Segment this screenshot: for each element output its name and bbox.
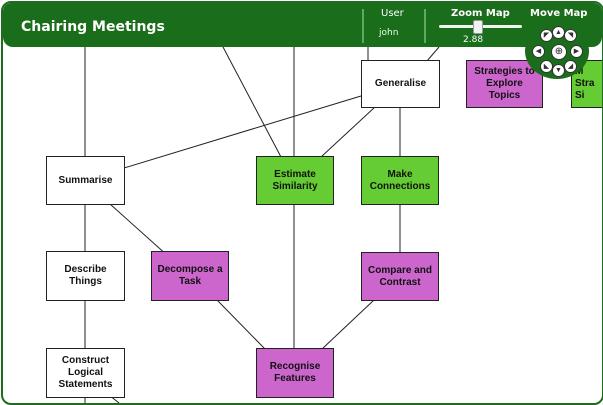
header-divider <box>424 9 426 43</box>
node-strategies-to-explore-topics[interactable]: Strategies to Explore Topics <box>466 60 543 108</box>
node-label: Summarise <box>58 174 113 186</box>
left-arrow-icon[interactable]: ◀ <box>532 45 545 58</box>
node-label: Make Connections <box>369 168 431 192</box>
node-partial-strategies[interactable]: M Stra Si <box>571 60 602 108</box>
node-estimate-similarity[interactable]: Estimate Similarity <box>256 156 334 205</box>
down-right-arrow-icon[interactable]: ◢ <box>564 60 577 73</box>
edge <box>123 95 362 169</box>
node-label: Strategies to Explore Topics <box>474 66 535 101</box>
node-compare-and-contrast[interactable]: Compare and Contrast <box>361 252 439 301</box>
up-left-arrow-icon[interactable]: ◤ <box>540 29 553 42</box>
move-map-control: ◤ ▲ ◥ ◀ ⊕ ▶ ◣ ▼ ◢ <box>525 23 589 79</box>
node-decompose-a-task[interactable]: Decompose a Task <box>151 251 229 301</box>
node-construct-logical-statements[interactable]: Construct Logical Statements <box>46 348 125 398</box>
app-header: Chairing Meetings User john Zoom Map 2.8… <box>3 3 602 47</box>
edge <box>216 299 266 350</box>
edge <box>222 46 282 158</box>
node-summarise[interactable]: Summarise <box>46 156 125 205</box>
edge <box>321 299 375 350</box>
zoom-slider-thumb[interactable] <box>473 20 483 34</box>
edge <box>426 46 440 62</box>
node-recognise-features[interactable]: Recognise Features <box>256 348 334 398</box>
app-title: Chairing Meetings <box>21 19 165 35</box>
node-generalise[interactable]: Generalise <box>361 60 440 108</box>
user-name: john <box>379 28 399 38</box>
move-map-label: Move Map <box>530 8 588 19</box>
user-label: User <box>381 8 404 19</box>
node-label: M Stra Si <box>575 66 595 101</box>
concept-map-edges <box>84 46 440 403</box>
node-label: Recognise Features <box>269 361 321 384</box>
node-label: Generalise <box>374 78 427 89</box>
node-describe-things[interactable]: Describe Things <box>46 251 125 301</box>
up-arrow-icon[interactable]: ▲ <box>552 26 565 39</box>
up-right-arrow-icon[interactable]: ◥ <box>564 29 577 42</box>
zoom-map-label: Zoom Map <box>451 8 510 19</box>
edge <box>320 106 376 158</box>
edge <box>109 203 169 257</box>
zoom-value: 2.88 <box>463 35 484 45</box>
node-label: Compare and Contrast <box>368 264 432 288</box>
node-label: Describe Things <box>64 264 107 287</box>
header-divider <box>362 9 364 43</box>
node-label: Decompose a Task <box>157 264 223 287</box>
right-arrow-icon[interactable]: ▶ <box>570 45 583 58</box>
center-icon[interactable]: ⊕ <box>551 44 567 60</box>
node-make-connections[interactable]: Make Connections <box>361 156 439 205</box>
node-label: Estimate Similarity <box>272 168 318 192</box>
node-label: Construct Logical Statements <box>58 355 113 390</box>
